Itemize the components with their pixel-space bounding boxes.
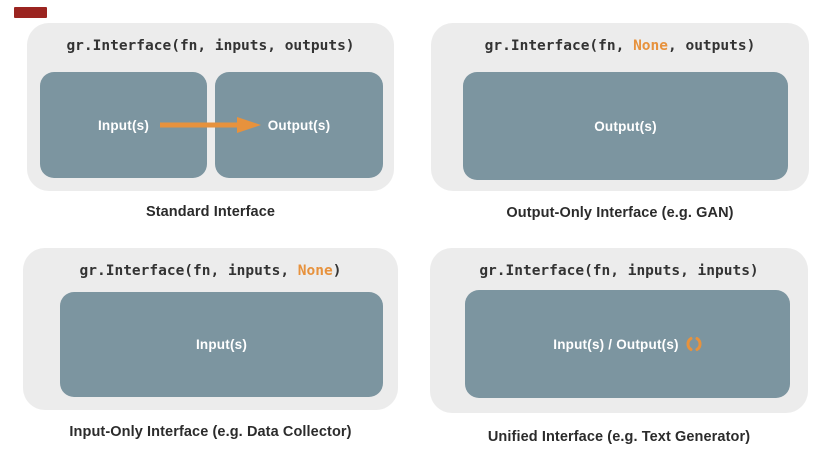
code-post: , outputs) <box>668 38 756 54</box>
panel-card-unified: gr.Interface(fn, inputs, inputs) Input(s… <box>430 248 808 413</box>
code-line-unified: gr.Interface(fn, inputs, inputs) <box>430 263 808 279</box>
input-box: Input(s) <box>60 292 383 397</box>
input-box-label: Input(s) <box>195 337 248 352</box>
caption-input-only: Input-Only Interface (e.g. Data Collecto… <box>69 424 352 440</box>
output-box-label: Output(s) <box>267 117 331 133</box>
code-pre: gr.Interface(fn, inputs, inputs) <box>479 263 759 279</box>
code-line-standard: gr.Interface(fn, inputs, outputs) <box>27 38 394 54</box>
code-pre: gr.Interface(fn, inputs, <box>79 263 298 279</box>
code-highlight-none: None <box>633 38 668 54</box>
code-line-output-only: gr.Interface(fn, None, outputs) <box>431 38 809 54</box>
code-pre: gr.Interface(fn, <box>484 38 634 54</box>
caption-standard: Standard Interface <box>145 204 276 220</box>
input-box-label: Input(s) <box>97 117 150 133</box>
output-box: Output(s) <box>463 72 788 180</box>
output-box-label: Output(s) <box>594 118 657 134</box>
code-line-input-only: gr.Interface(fn, inputs, None) <box>23 263 398 279</box>
unified-box: Input(s) / Output(s) <box>465 290 790 398</box>
code-post: ) <box>332 263 342 279</box>
code-highlight-none: None <box>297 263 333 279</box>
caption-output-only: Output-Only Interface (e.g. GAN) <box>506 205 734 221</box>
panel-card-output-only: gr.Interface(fn, None, outputs) Output(s… <box>431 23 809 191</box>
panel-card-standard: gr.Interface(fn, inputs, outputs) Input(… <box>27 23 394 191</box>
right-arrow-icon <box>160 117 261 133</box>
unified-box-label: Input(s) / Output(s) <box>553 336 679 352</box>
red-marker <box>14 7 47 18</box>
caption-unified: Unified Interface (e.g. Text Generator) <box>487 429 751 445</box>
refresh-icon <box>686 337 702 351</box>
panel-card-input-only: gr.Interface(fn, inputs, None) Input(s) <box>23 248 398 410</box>
code-pre: gr.Interface(fn, inputs, outputs) <box>66 38 355 54</box>
